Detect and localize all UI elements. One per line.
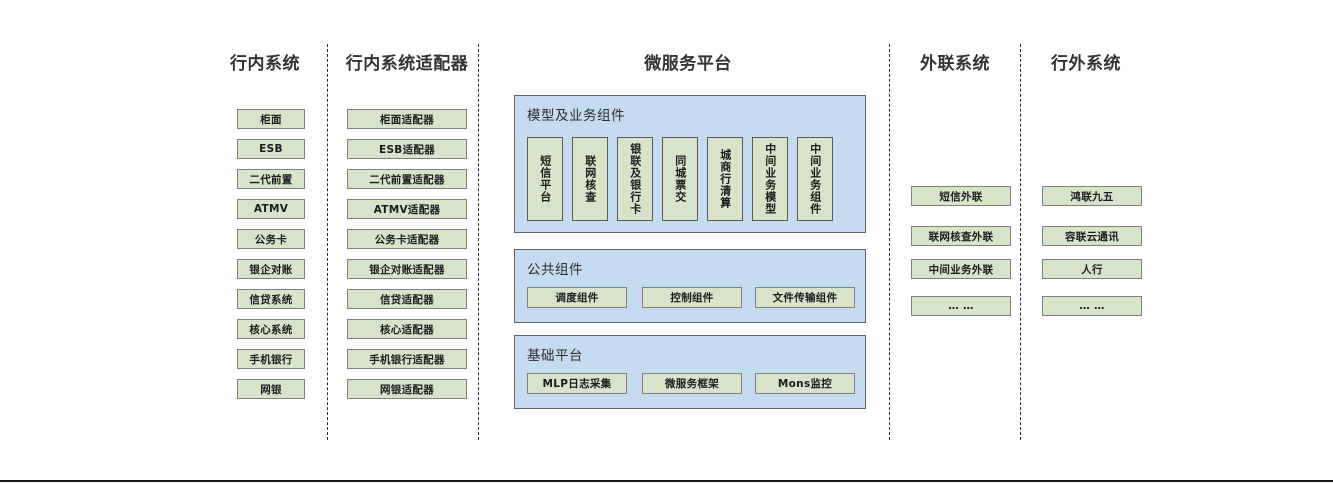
node-model-business[interactable]: 同城票交 <box>662 137 698 221</box>
node-inhouse-adapter[interactable]: 手机银行适配器 <box>347 349 467 369</box>
column-header-microservice-platform: 微服务平台 <box>644 54 732 74</box>
node-inhouse-adapter[interactable]: 银企对账适配器 <box>347 259 467 279</box>
node-model-business[interactable]: 中间业务模型 <box>752 137 788 221</box>
node-outside-bank-system[interactable]: … … <box>1042 296 1142 316</box>
panel-title-model-business: 模型及业务组件 <box>527 108 625 124</box>
node-inhouse-system[interactable]: 手机银行 <box>237 349 305 369</box>
node-model-business[interactable]: 短信平台 <box>527 137 563 221</box>
divider-3 <box>889 44 890 440</box>
panel-title-base-platform: 基础平台 <box>527 348 583 364</box>
node-outside-bank-system[interactable]: 人行 <box>1042 259 1142 279</box>
node-common-component[interactable]: 控制组件 <box>642 287 742 308</box>
node-inhouse-adapter[interactable]: 网银适配器 <box>347 379 467 399</box>
node-model-business[interactable]: 城商行清算 <box>707 137 743 221</box>
divider-1 <box>327 44 328 440</box>
node-label: 城商行清算 <box>718 149 732 209</box>
node-external-link-system[interactable]: … … <box>911 296 1011 316</box>
node-outside-bank-system[interactable]: 鸿联九五 <box>1042 186 1142 206</box>
node-inhouse-system[interactable]: ESB <box>237 139 305 159</box>
column-header-outside-bank-systems: 行外系统 <box>1051 54 1121 74</box>
node-label: 中间业务模型 <box>763 143 777 215</box>
node-label: 同城票交 <box>673 155 687 203</box>
node-inhouse-system[interactable]: 信贷系统 <box>237 289 305 309</box>
node-label: 中间业务组件 <box>808 143 822 215</box>
node-inhouse-adapter[interactable]: 核心适配器 <box>347 319 467 339</box>
node-common-component[interactable]: 文件传输组件 <box>755 287 855 308</box>
node-inhouse-adapter[interactable]: 公务卡适配器 <box>347 229 467 249</box>
node-external-link-system[interactable]: 短信外联 <box>911 186 1011 206</box>
bottom-rule <box>0 480 1333 482</box>
node-model-business[interactable]: 银联及银行卡 <box>617 137 653 221</box>
column-header-inhouse-adapters: 行内系统适配器 <box>345 54 469 74</box>
node-common-component[interactable]: 调度组件 <box>527 287 627 308</box>
panel-common-components: 公共组件 <box>514 249 866 323</box>
node-model-business[interactable]: 联网核查 <box>572 137 608 221</box>
divider-4 <box>1020 44 1021 440</box>
node-inhouse-adapter[interactable]: 二代前置适配器 <box>347 169 467 189</box>
node-base-platform[interactable]: 微服务框架 <box>642 373 742 394</box>
node-external-link-system[interactable]: 中间业务外联 <box>911 259 1011 279</box>
node-base-platform[interactable]: MLP日志采集 <box>527 373 627 394</box>
node-external-link-system[interactable]: 联网核查外联 <box>911 226 1011 246</box>
node-inhouse-system[interactable]: 网银 <box>237 379 305 399</box>
node-label: 联网核查 <box>583 155 597 203</box>
node-inhouse-adapter[interactable]: 信贷适配器 <box>347 289 467 309</box>
node-inhouse-system[interactable]: ATMV <box>237 199 305 219</box>
node-inhouse-adapter[interactable]: 柜面适配器 <box>347 109 467 129</box>
node-model-business[interactable]: 中间业务组件 <box>797 137 833 221</box>
node-inhouse-adapter[interactable]: ATMV适配器 <box>347 199 467 219</box>
panel-base-platform: 基础平台 <box>514 335 866 409</box>
node-base-platform[interactable]: Mons监控 <box>755 373 855 394</box>
column-header-external-link-systems: 外联系统 <box>920 54 990 74</box>
divider-2 <box>478 44 479 440</box>
node-label: 短信平台 <box>538 155 552 203</box>
node-inhouse-system[interactable]: 公务卡 <box>237 229 305 249</box>
node-inhouse-system[interactable]: 柜面 <box>237 109 305 129</box>
column-header-inhouse-systems: 行内系统 <box>230 54 300 74</box>
panel-title-common-components: 公共组件 <box>527 262 583 278</box>
node-inhouse-system[interactable]: 核心系统 <box>237 319 305 339</box>
node-inhouse-adapter[interactable]: ESB适配器 <box>347 139 467 159</box>
node-inhouse-system[interactable]: 银企对账 <box>237 259 305 279</box>
node-outside-bank-system[interactable]: 容联云通讯 <box>1042 226 1142 246</box>
node-label: 银联及银行卡 <box>628 143 642 215</box>
node-inhouse-system[interactable]: 二代前置 <box>237 169 305 189</box>
